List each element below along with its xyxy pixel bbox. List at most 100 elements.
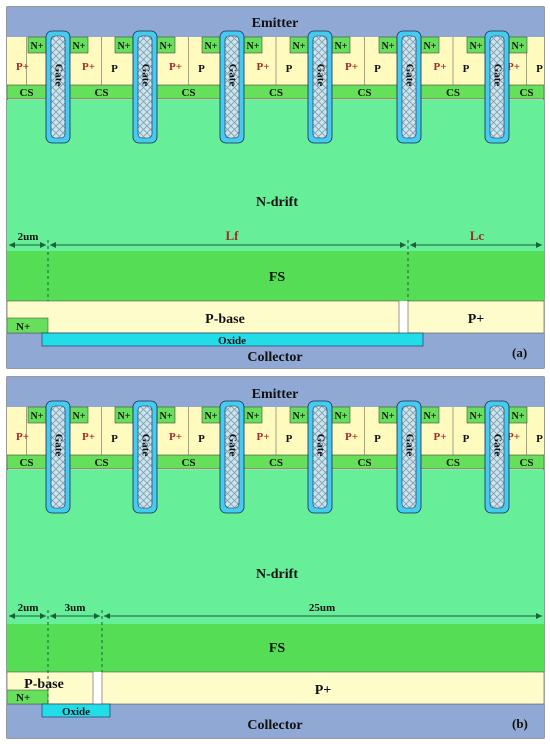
dim-label-lc: Lc <box>470 228 485 243</box>
n-drift-label: N-drift <box>256 195 298 210</box>
cs-label: CS <box>269 457 283 469</box>
panel-tag-a: (a) <box>512 345 527 360</box>
pplus-label: P+ <box>82 61 95 73</box>
pplus-label: P+ <box>345 61 358 73</box>
pplus-label: P+ <box>169 431 182 443</box>
cs-label: CS <box>446 457 460 469</box>
pbase-label: P-base <box>24 677 64 692</box>
gate-poly <box>50 405 66 509</box>
pplus-label: P+ <box>434 61 447 73</box>
pplus-label: P+ <box>257 431 270 443</box>
gate-label: Gate <box>139 434 151 457</box>
cs-label: CS <box>519 87 533 99</box>
gate-poly <box>224 405 240 509</box>
nplus-label: N+ <box>293 411 306 422</box>
cs-label: CS <box>446 87 460 99</box>
nplus-label: N+ <box>160 411 173 422</box>
cs-label: CS <box>357 87 371 99</box>
n-drift-region <box>7 470 544 624</box>
nplus-label: N+ <box>424 411 437 422</box>
nplus-label: N+ <box>118 41 131 52</box>
nplus-collector-region <box>6 317 49 334</box>
dim-label-2um: 2um <box>18 602 39 614</box>
nplus-label: N+ <box>470 41 483 52</box>
cell-row-a: N+CSN+N+P+PCSN+N+P+PCSN+N+P+PCSN+N+P+PCS… <box>6 30 545 144</box>
nplus-collector-label: N+ <box>16 692 30 704</box>
p-label: P <box>536 63 543 75</box>
pplus-collector-region <box>407 300 545 334</box>
cs-label: CS <box>19 457 33 469</box>
nplus-collector-label: N+ <box>16 321 30 333</box>
gate-label: Gate <box>52 64 64 87</box>
cs-label: CS <box>181 87 195 99</box>
p-label: P <box>374 63 381 75</box>
nplus-label: N+ <box>118 411 131 422</box>
gate-poly <box>224 35 240 139</box>
nplus-label: N+ <box>73 411 86 422</box>
gate-poly <box>489 405 505 509</box>
gate-poly <box>312 405 328 509</box>
nplus-label: N+ <box>512 41 525 52</box>
fs-region <box>7 251 544 301</box>
pplus-label: P+ <box>16 431 29 443</box>
p-body-band <box>7 407 544 455</box>
dim-label-2um: 2um <box>18 231 39 243</box>
p-label: P <box>286 433 293 445</box>
nplus-label: N+ <box>31 41 44 52</box>
nplus-label: N+ <box>382 41 395 52</box>
gate-label: Gate <box>491 434 503 457</box>
cs-label: CS <box>94 87 108 99</box>
p-label: P <box>463 63 470 75</box>
gate-label: Gate <box>314 64 326 87</box>
emitter-label: Emitter <box>252 387 299 402</box>
gate-label: Gate <box>314 434 326 457</box>
panel-b: Emitter N-drift N+CSN+N+P+PCSN+N+P+PCSN+… <box>6 376 545 739</box>
nplus-label: N+ <box>73 41 86 52</box>
pplus-label: P+ <box>257 61 270 73</box>
pplus-label: P+ <box>169 61 182 73</box>
p-body-band <box>7 37 544 85</box>
gate-label: Gate <box>226 434 238 457</box>
cs-label: CS <box>269 87 283 99</box>
nplus-label: N+ <box>205 41 218 52</box>
n-drift-region <box>7 100 544 251</box>
pbase-label: P-base <box>205 312 245 327</box>
cs-label: CS <box>19 87 33 99</box>
pplus-label: P+ <box>434 431 447 443</box>
gate-poly <box>489 35 505 139</box>
cs-label: CS <box>181 457 195 469</box>
pplus-label: P+ <box>16 61 29 73</box>
pplus-collector-label: P+ <box>315 683 332 698</box>
p-label: P <box>111 433 118 445</box>
gate-label: Gate <box>403 434 415 457</box>
dim-label-3um: 3um <box>65 602 86 614</box>
gate-poly <box>401 35 417 139</box>
fs-label: FS <box>269 641 286 656</box>
gate-poly <box>137 35 153 139</box>
nplus-label: N+ <box>31 411 44 422</box>
pplus-label: P+ <box>82 431 95 443</box>
p-label: P <box>536 433 543 445</box>
emitter-label: Emitter <box>252 16 299 31</box>
p-label: P <box>463 433 470 445</box>
gate-poly <box>401 405 417 509</box>
nplus-label: N+ <box>293 41 306 52</box>
emitter-metal <box>7 377 544 407</box>
nplus-label: N+ <box>512 411 525 422</box>
nplus-label: N+ <box>205 411 218 422</box>
fs-region <box>7 624 544 672</box>
pplus-collector-region <box>101 671 545 705</box>
nplus-label: N+ <box>247 41 260 52</box>
nplus-label: N+ <box>160 41 173 52</box>
pbase-region <box>6 300 400 334</box>
p-label: P <box>374 433 381 445</box>
oxide-layer <box>41 332 424 347</box>
emitter-metal <box>7 7 544 37</box>
nplus-label: N+ <box>335 411 348 422</box>
panel-a: Emitter N-drift N+CSN+N+P+PCSN+N+P+PCSN+… <box>6 6 545 369</box>
pplus-label: P+ <box>507 61 520 73</box>
panel-tag-b: (b) <box>512 716 528 731</box>
collector-label: Collector <box>247 718 302 733</box>
oxide-layer <box>41 703 111 718</box>
